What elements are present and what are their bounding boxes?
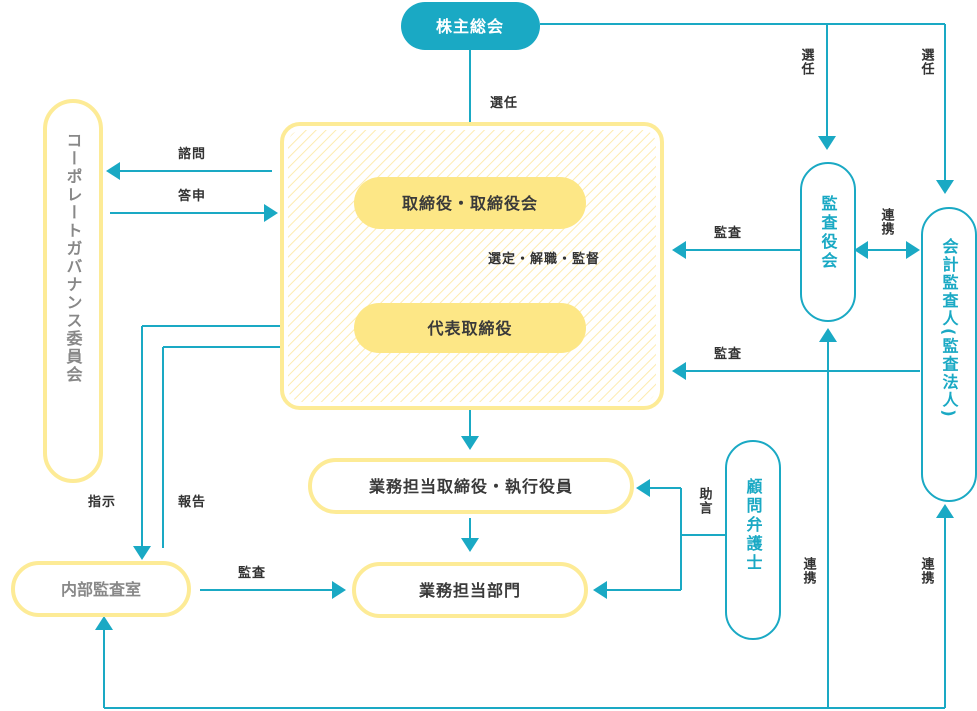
executives-node: 業務担当取締役・執行役員 bbox=[308, 458, 634, 514]
edge-labels: 選任 選任 選任 諮問 答申 選定・解職・監督 監査 監査 連携 指示 報告 監… bbox=[88, 47, 935, 585]
collaboration-bottom-left-label: 連携 bbox=[801, 556, 817, 585]
board-container bbox=[280, 122, 664, 410]
accounting-auditor-label: 会計監査人(監査法人) bbox=[940, 237, 959, 419]
representative-label: 代表取締役 bbox=[426, 319, 512, 338]
connector-lines bbox=[103, 23, 946, 709]
board-label: 取締役・取締役会 bbox=[402, 194, 538, 213]
departments-label: 業務担当部門 bbox=[418, 581, 521, 600]
governance-committee-node: コーポレートガバナンス委員会 bbox=[43, 99, 103, 483]
representative-node: 代表取締役 bbox=[354, 303, 586, 353]
governance-committee-label: コーポレートガバナンス委員会 bbox=[64, 132, 84, 384]
collaboration-bottom-right-label: 連携 bbox=[919, 556, 935, 585]
instruction-label: 指示 bbox=[88, 494, 116, 510]
legal-counsel-node: 顧問弁護士 bbox=[725, 440, 781, 640]
audit-from-audit-board-label: 監査 bbox=[714, 225, 742, 241]
audit-board-node: 監査役会 bbox=[800, 162, 856, 322]
legal-counsel-label: 顧問弁護士 bbox=[744, 477, 763, 573]
elect-accounting-auditor-label: 選任 bbox=[919, 47, 936, 76]
select-dismiss-supervise-label: 選定・解職・監督 bbox=[488, 251, 600, 267]
shareholders-label: 株主総会 bbox=[436, 17, 504, 36]
audit-internal-label: 監査 bbox=[238, 565, 266, 581]
internal-audit-node: 内部監査室 bbox=[11, 561, 191, 617]
board-node: 取締役・取締役会 bbox=[354, 177, 586, 229]
consult-label: 諮問 bbox=[178, 146, 206, 162]
executives-label: 業務担当取締役・執行役員 bbox=[368, 477, 573, 496]
shareholders-node: 株主総会 bbox=[401, 2, 540, 50]
elect-board-label: 選任 bbox=[490, 95, 518, 111]
departments-node: 業務担当部門 bbox=[352, 562, 588, 618]
report-back-label: 答申 bbox=[178, 188, 206, 204]
advice-label: 助言 bbox=[697, 486, 713, 515]
audit-board-label: 監査役会 bbox=[819, 194, 838, 271]
collaboration-top-label: 連携 bbox=[879, 207, 895, 236]
report-label: 報告 bbox=[178, 494, 206, 510]
elect-audit-board-label: 選任 bbox=[799, 47, 816, 76]
internal-audit-label: 内部監査室 bbox=[61, 580, 141, 599]
accounting-auditor-node: 会計監査人(監査法人) bbox=[921, 207, 977, 502]
audit-from-accounting-auditor-label: 監査 bbox=[714, 346, 742, 362]
